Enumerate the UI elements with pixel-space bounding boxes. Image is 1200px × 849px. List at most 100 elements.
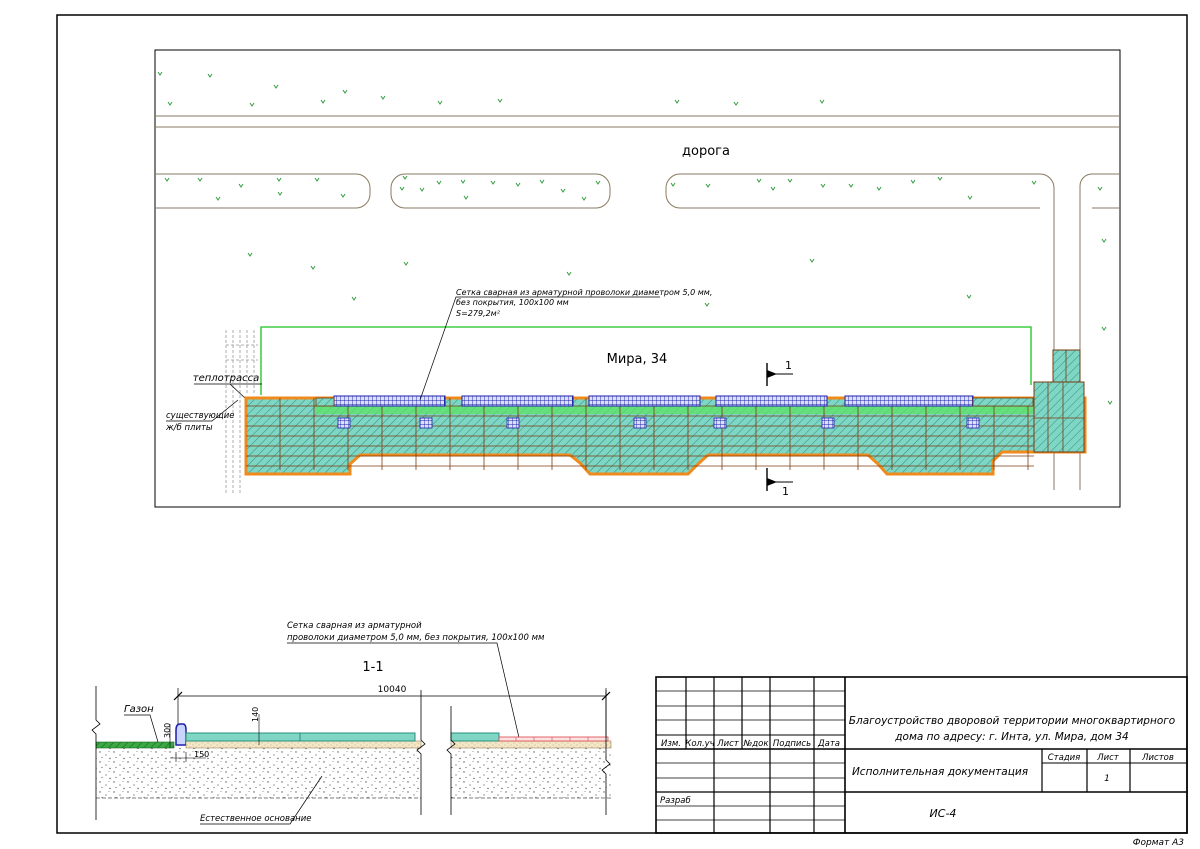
format-label: Формат А3 xyxy=(1133,838,1185,848)
grass-mark xyxy=(460,179,466,184)
grass-mark xyxy=(876,186,882,191)
grass-mark xyxy=(937,176,943,181)
grass-mark xyxy=(157,71,163,76)
dim-thickness: 140 xyxy=(251,707,260,722)
plan-frame xyxy=(154,49,1121,508)
grass-mark xyxy=(249,102,255,107)
header-doc: №док xyxy=(742,739,769,749)
curb-stone xyxy=(175,723,187,746)
grass-mark xyxy=(273,84,279,89)
grass-mark xyxy=(1031,180,1037,185)
mesh-right xyxy=(498,736,609,742)
mesh-note-line1: Сетка сварная из арматурной проволоки ди… xyxy=(456,288,712,297)
section-title: 1-1 xyxy=(362,660,383,675)
heat-main-slabs xyxy=(225,330,258,495)
grass-mark xyxy=(705,183,711,188)
grass-markers xyxy=(157,71,1113,405)
section-arrow-top xyxy=(767,370,777,378)
mesh-patch xyxy=(713,417,727,429)
grass-mark xyxy=(566,271,572,276)
grass-mark xyxy=(164,177,170,182)
dim-curb-width: 150 xyxy=(194,750,209,759)
grass-mark xyxy=(581,196,587,201)
mesh-note-leader xyxy=(419,296,660,401)
grass-mark xyxy=(1107,400,1113,405)
natural-base-label: Естественное основание xyxy=(200,814,312,824)
grass-mark xyxy=(351,296,357,301)
section-mark-bottom-label: 1 xyxy=(782,485,789,498)
section-mesh-leader xyxy=(287,642,521,743)
mesh-strip xyxy=(715,395,828,407)
lawn-island-2 xyxy=(390,173,611,209)
grass-mark xyxy=(276,177,282,182)
grass-mark xyxy=(910,179,916,184)
dim-curb-height: 300 xyxy=(163,723,172,738)
title-block xyxy=(655,676,1188,834)
grass-mark xyxy=(848,183,854,188)
grass-mark xyxy=(310,265,316,270)
section-mesh-note-2: проволоки диаметром 5,0 мм, без покрытия… xyxy=(287,633,545,643)
grass-mark xyxy=(238,183,244,188)
grass-mark xyxy=(437,100,443,105)
paving-area xyxy=(244,349,1087,476)
lawn-label: Газон xyxy=(124,704,154,715)
sand-layer-left xyxy=(185,740,422,749)
grass-mark xyxy=(756,178,762,183)
heat-main-label: теплотрасса xyxy=(193,373,259,384)
grass-mark xyxy=(787,178,793,183)
lawn-island-1 xyxy=(155,173,371,209)
lawn-strip xyxy=(95,741,175,749)
grass-mark xyxy=(1101,326,1107,331)
grass-mark xyxy=(403,261,409,266)
grass-mark xyxy=(399,186,405,191)
break-lines xyxy=(91,686,611,820)
grass-mark xyxy=(490,180,496,185)
grass-mark xyxy=(515,182,521,187)
mesh-note-line2: без покрытия, 100х100 мм xyxy=(456,298,569,307)
mesh-patch xyxy=(419,417,433,429)
section-arrow-bottom xyxy=(767,478,777,486)
sheet-label: Лист xyxy=(1096,753,1120,763)
mesh-strip xyxy=(333,395,446,407)
grass-mark xyxy=(1097,186,1103,191)
mesh-patch xyxy=(337,417,351,429)
header-kol: Кол.уч xyxy=(685,739,714,749)
grass-mark xyxy=(340,193,346,198)
grass-mark xyxy=(1101,238,1107,243)
grass-mark xyxy=(277,191,283,196)
ground-base-right xyxy=(451,748,611,798)
green-strip xyxy=(315,406,1035,414)
grass-mark xyxy=(314,177,320,182)
grass-mark xyxy=(320,99,326,104)
dim-length: 10040 xyxy=(378,685,407,695)
grass-mark xyxy=(436,180,442,185)
sand-layer-right xyxy=(450,740,612,749)
mesh-patch xyxy=(633,417,647,429)
project-title-2: дома по адресу: г. Инта, ул. Мира, дом 3… xyxy=(894,731,1128,743)
grass-mark xyxy=(497,98,503,103)
road-label: дорога xyxy=(682,144,730,159)
grass-mark xyxy=(670,182,676,187)
project-title-1: Благоустройство дворовой территории мног… xyxy=(849,715,1175,727)
lawn-leader xyxy=(124,714,159,743)
mesh-strip xyxy=(461,395,574,407)
grass-mark xyxy=(342,89,348,94)
section-mark-top-label: 1 xyxy=(785,359,792,372)
header-izm: Изм. xyxy=(661,739,681,749)
sheet-frame xyxy=(56,14,1188,834)
entrance-block xyxy=(1052,349,1081,383)
grass-mark xyxy=(215,196,221,201)
stage-label: Стадия xyxy=(1048,753,1081,763)
grass-mark xyxy=(820,183,826,188)
existing-slabs-label-2: ж/б плиты xyxy=(165,423,213,433)
slab-right xyxy=(450,732,500,742)
grass-mark xyxy=(819,99,825,104)
sheet-number: 1 xyxy=(1104,774,1110,784)
header-list: Лист xyxy=(716,739,740,749)
grass-mark xyxy=(770,186,776,191)
grass-mark xyxy=(247,252,253,257)
mesh-patch xyxy=(966,417,980,429)
grass-mark xyxy=(419,187,425,192)
lawn-island-3 xyxy=(665,173,1055,490)
